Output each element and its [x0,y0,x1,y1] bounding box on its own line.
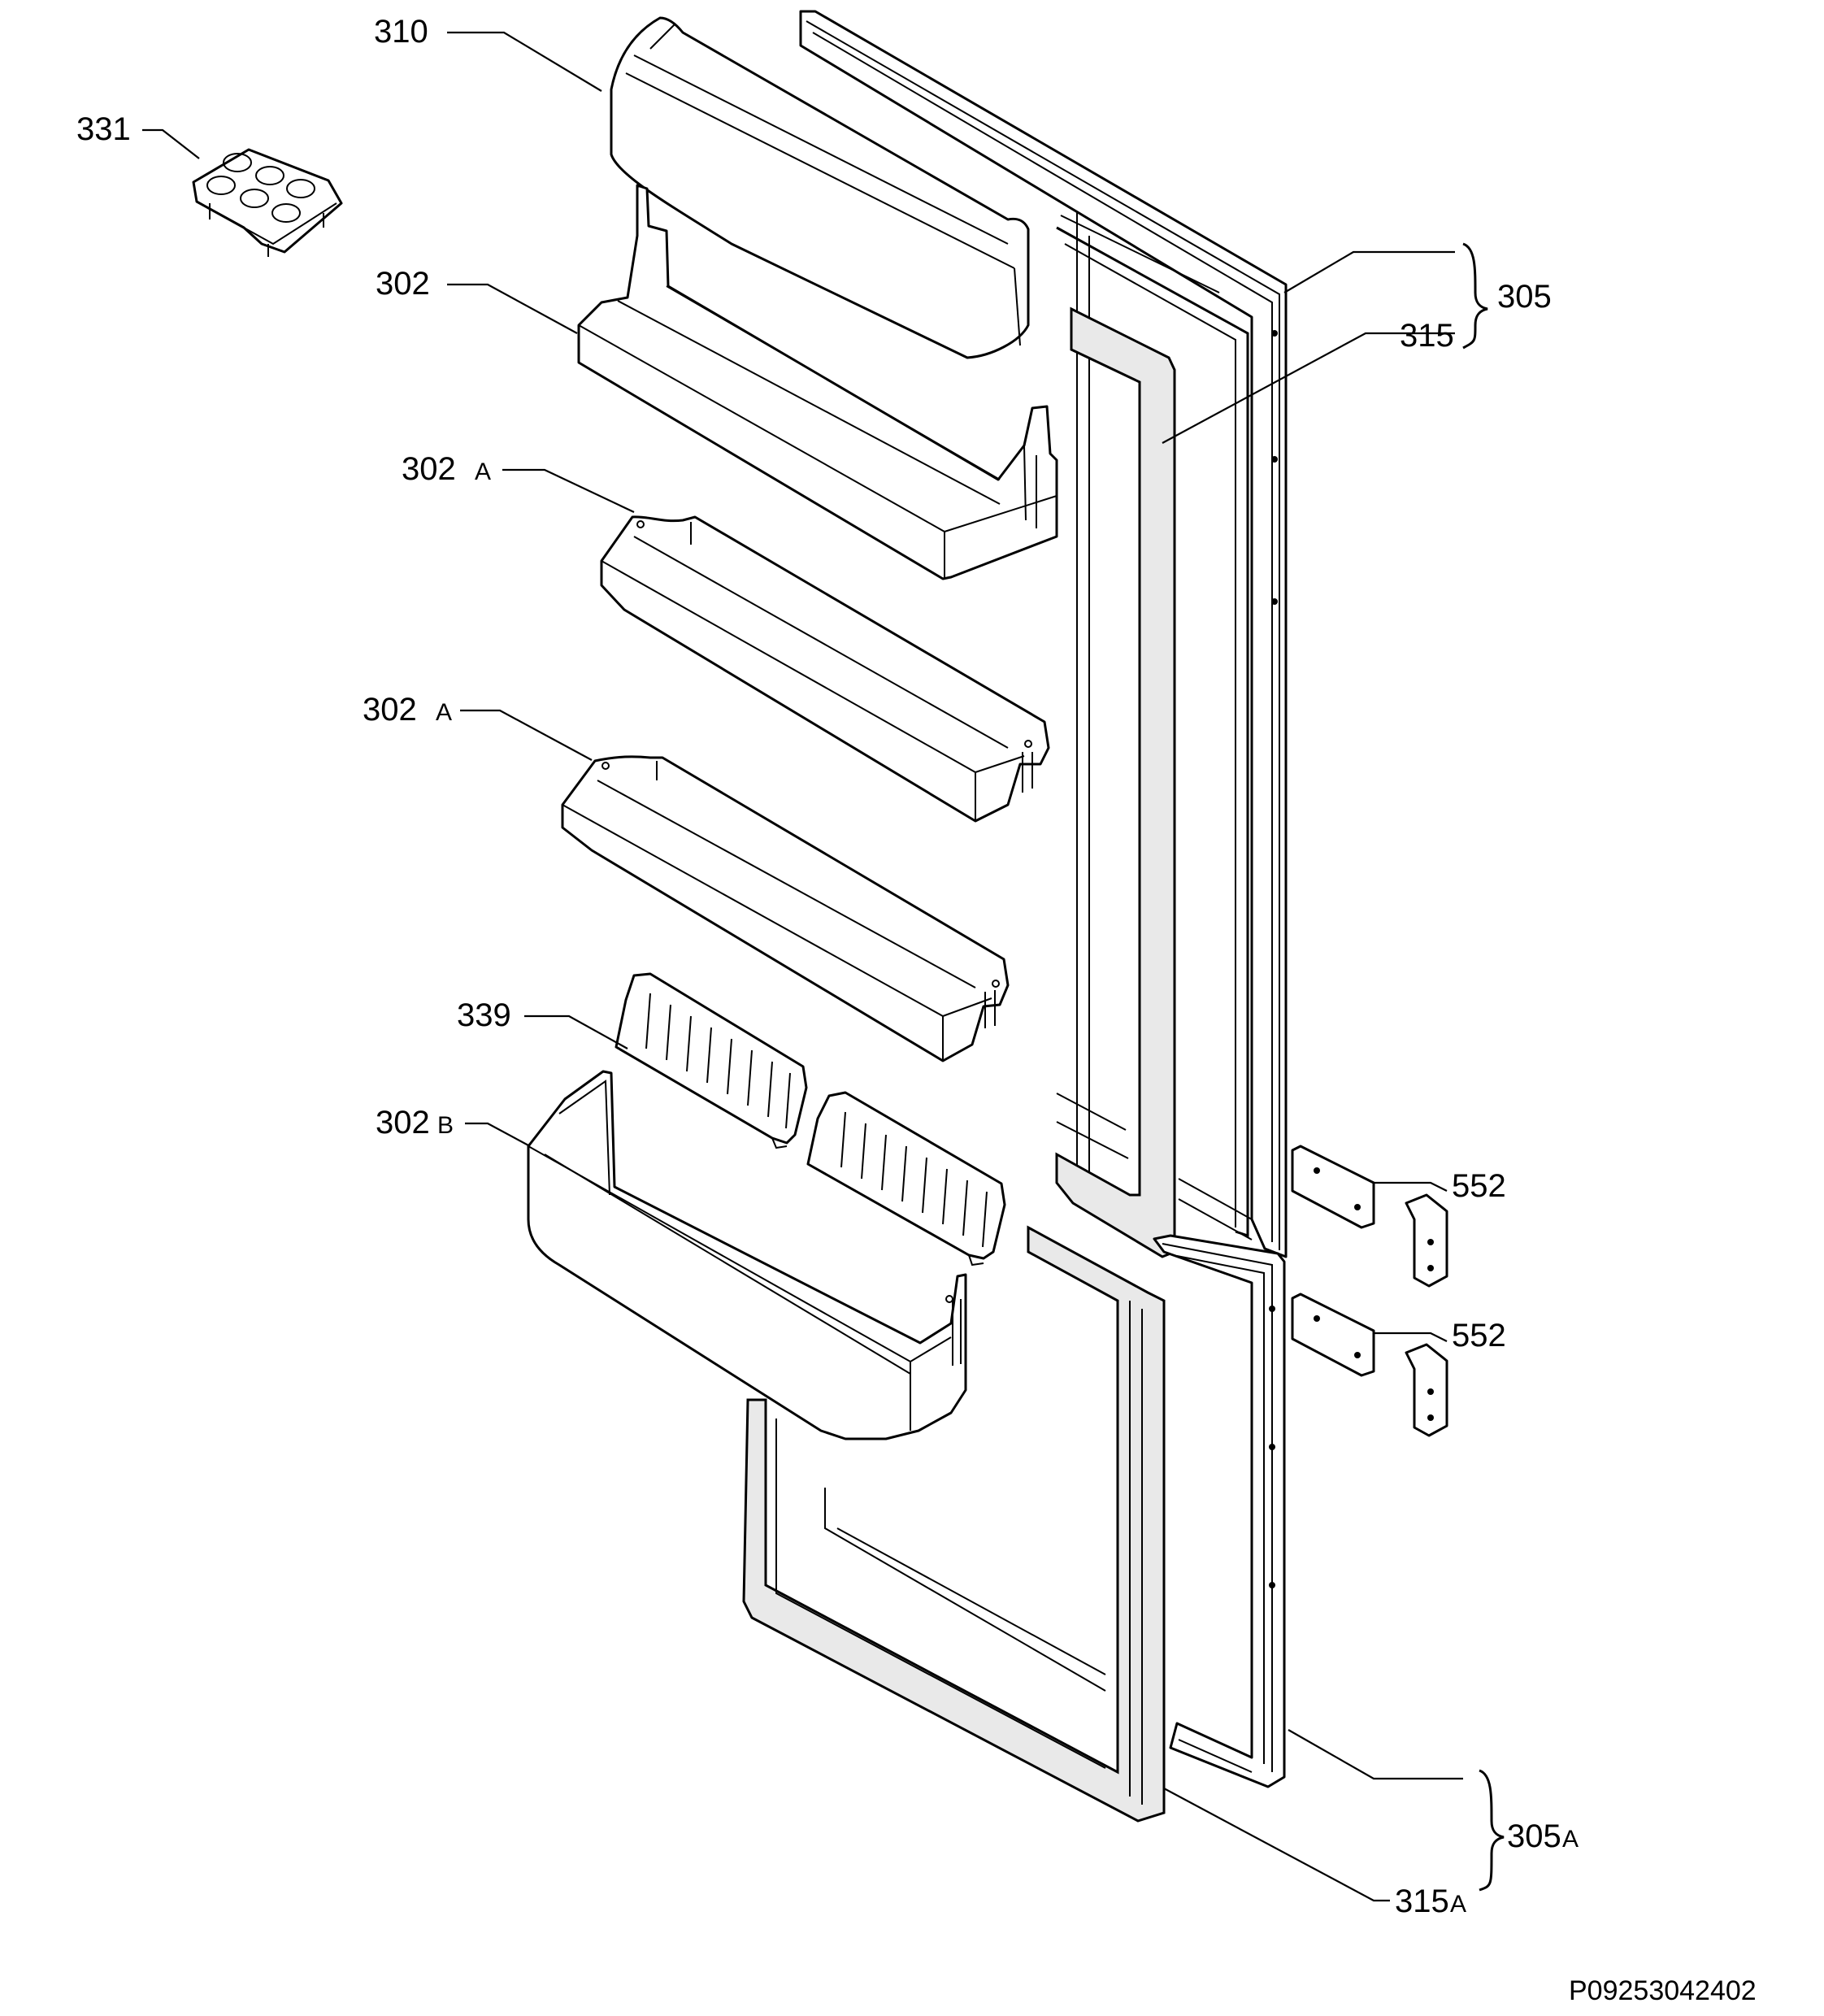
hinge-set-upper [1291,1145,1448,1288]
callout-310-number: 310 [374,14,428,50]
leader-lines [142,31,1505,1902]
drawing-code: P09253042402 [1569,1975,1757,2006]
callout-302a-1-suffix: A [475,458,491,485]
bottle-shelf-302b [527,1070,967,1440]
callout-302a-2-suffix: A [436,699,452,726]
callout-305a-suffix: A [1562,1826,1579,1853]
door-shelf-302 [577,184,1058,580]
door-shelf-302a-lower [561,755,1010,1062]
callout-315-number: 315 [1400,318,1454,354]
callout-331-number: 331 [76,111,131,147]
bottle-dividers [615,972,1006,1267]
callout-302b-number: 302 [376,1105,430,1141]
egg-tray [192,148,343,257]
callout-315a-suffix: A [1450,1891,1466,1918]
callout-552-2-number: 552 [1452,1318,1506,1353]
callout-305a-number: 305 [1507,1818,1561,1854]
lower-door-panel [742,1225,1286,1823]
callout-315a-number: 315 [1395,1883,1449,1919]
callout-302a-2-number: 302 [363,692,417,728]
callout-labels: 310 331 302 302 A 302 A 339 302 B 305 31… [76,14,1579,1919]
dairy-compartment-lid [610,16,1030,359]
hinge-set-lower [1291,1293,1448,1437]
callout-339-number: 339 [457,997,511,1033]
callout-302a-1-number: 302 [402,451,456,487]
door-shelf-302a-upper [600,515,1050,823]
upper-door-panel [799,10,1288,1258]
callout-302-number: 302 [376,266,430,302]
callout-552-1-number: 552 [1452,1168,1506,1204]
callout-302b-suffix: B [437,1112,454,1139]
callout-305-number: 305 [1497,279,1552,315]
